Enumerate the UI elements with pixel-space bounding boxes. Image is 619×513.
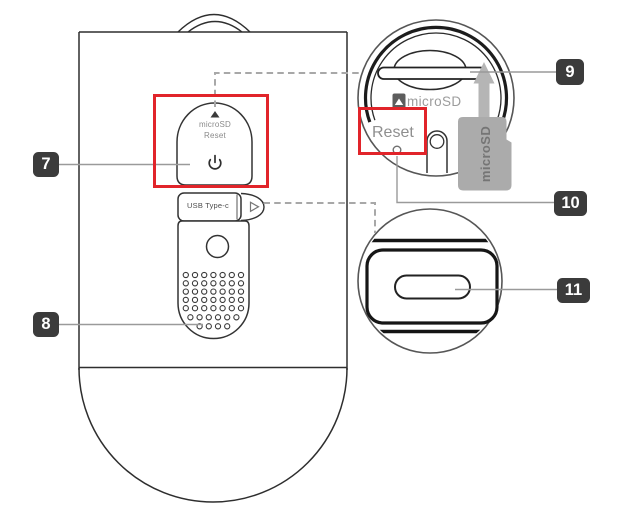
microsd-card (458, 117, 512, 191)
callout-speaker: 8 (33, 311, 59, 337)
detail-reset-label: Reset (372, 123, 414, 141)
usb-port-label: USB Type-c (187, 200, 229, 210)
microsd-slot (377, 66, 487, 80)
power-icon (208, 154, 222, 170)
speaker-holes (182, 271, 245, 330)
lens-dome-icon (177, 13, 251, 33)
device-body (78, 13, 348, 503)
callout-reset-hole: 10 (554, 190, 587, 216)
mount-arm (426, 130, 448, 173)
callout-microsd-slot: 9 (556, 59, 584, 85)
arrow-up-icon (473, 62, 495, 118)
sd-card-icon (392, 93, 406, 109)
leader-lines (59, 71, 557, 326)
usb-port-opening (394, 274, 471, 300)
cover-screw-hole (205, 234, 230, 259)
speaker-cover (177, 220, 250, 340)
bottom-detail-circle (357, 208, 503, 354)
cover-reset-label: Reset (204, 131, 226, 140)
highlight-box-power (153, 94, 269, 188)
highlight-box-reset (358, 107, 427, 155)
triangle-up-icon (210, 111, 220, 118)
callout-power-button: 7 (33, 151, 59, 177)
usb-cover (177, 192, 265, 222)
triangle-right-icon (249, 201, 260, 213)
microsd-card-label: microSD (478, 125, 493, 183)
callout-usb-port: 11 (557, 277, 590, 303)
cover-microsd-label: microSD (198, 119, 232, 129)
button-cover (176, 102, 253, 186)
detail-microsd-label: microSD (407, 94, 462, 109)
